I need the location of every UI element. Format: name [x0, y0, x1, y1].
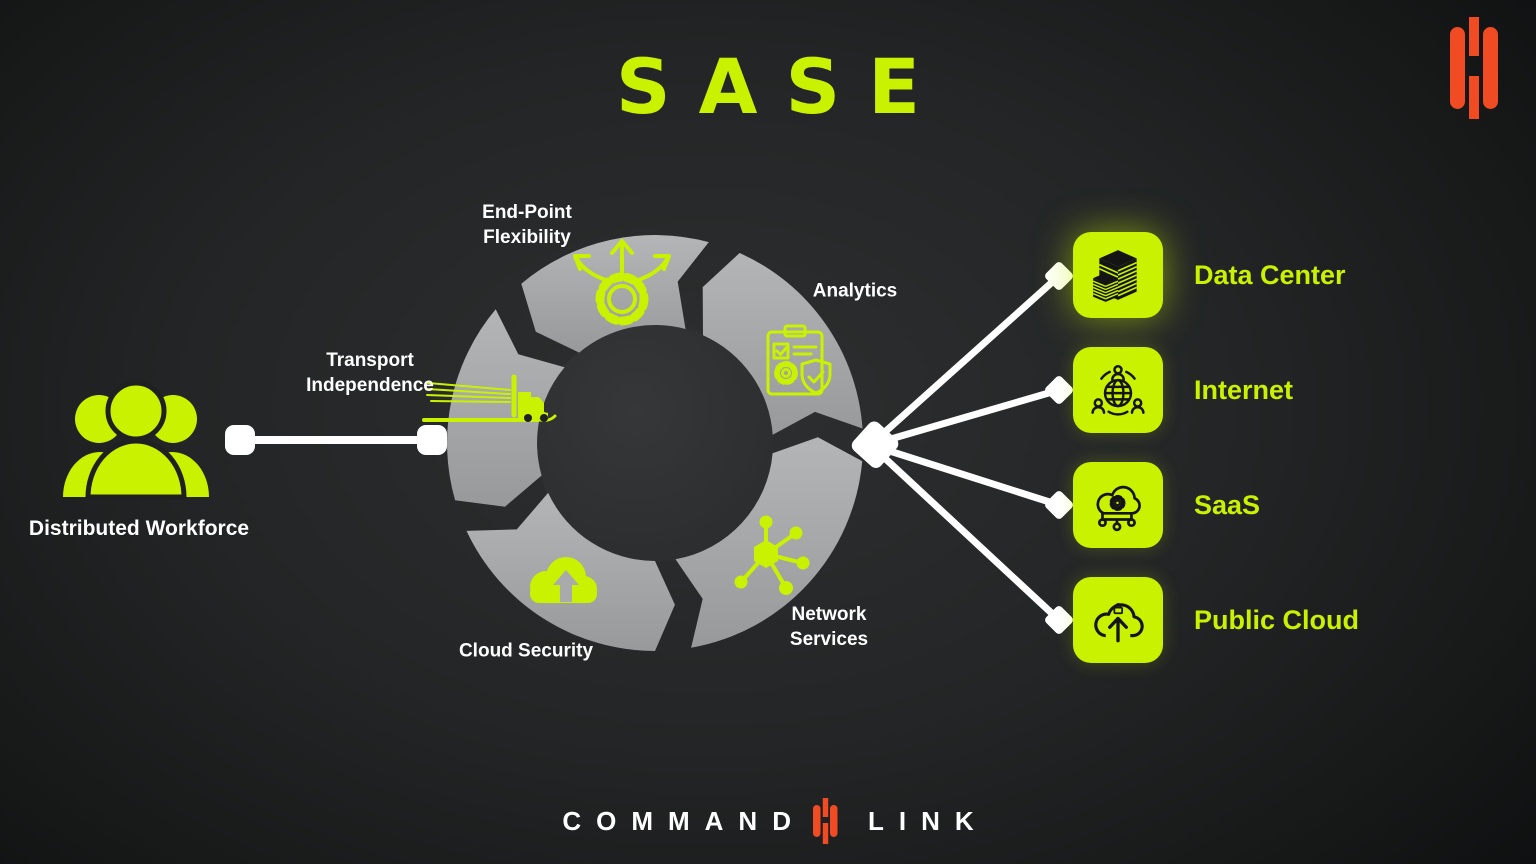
cycle-label-network-services: Network Services — [789, 604, 869, 650]
destination-box-saas — [1073, 462, 1163, 548]
data-center-buildings-icon — [1092, 250, 1137, 302]
destination-label-data-center: Data Center — [1194, 259, 1346, 290]
connector-diamond — [1045, 606, 1073, 634]
footer-brand-command: COMMAND — [562, 805, 806, 836]
destination-box-data-center — [1073, 232, 1163, 318]
connector-diamond — [1045, 376, 1073, 404]
hub-diamond — [851, 421, 899, 468]
connector-node — [225, 425, 255, 455]
destination-box-public-cloud — [1073, 577, 1163, 663]
footer-brand-link: LINK — [867, 805, 989, 836]
branching-arrows-gear-icon — [573, 239, 671, 326]
cloud-gear-icon — [1096, 485, 1141, 532]
cloud-upload-icon — [530, 557, 597, 603]
destination-label-saas: SaaS — [1194, 489, 1261, 520]
connector-diamond — [1045, 491, 1073, 519]
cycle-label-endpoint-flexibility: End-Point Flexibility — [482, 202, 572, 248]
destination-connectors — [851, 262, 1073, 634]
cycle-label-transport-independence: Transport Independence — [306, 350, 434, 396]
connector-node — [417, 425, 447, 455]
page-title: SASE — [615, 42, 949, 131]
people-group-icon — [63, 380, 209, 500]
cycle-inner-circle — [536, 324, 774, 562]
cycle-label-cloud-security: Cloud Security — [458, 640, 594, 662]
destination-box-internet — [1073, 347, 1163, 433]
destination-label-public-cloud: Public Cloud — [1194, 604, 1359, 635]
cloud-upload-lock-icon — [1094, 602, 1144, 643]
distributed-workforce-label: Distributed Workforce — [28, 517, 250, 540]
workforce-connector — [225, 425, 447, 455]
destination-label-internet: Internet — [1194, 374, 1294, 405]
cycle-label-analytics: Analytics — [812, 280, 898, 302]
speeding-truck-icon — [422, 374, 557, 422]
commandlink-footer-mark-icon — [812, 798, 838, 844]
connector-diamond — [1045, 262, 1073, 290]
globe-users-icon — [1091, 365, 1145, 416]
network-nodes-icon — [734, 515, 810, 595]
clipboard-checklist-shield-icon — [766, 324, 832, 396]
cycle-segment — [447, 309, 565, 507]
commandlink-logo-mark-icon — [1450, 17, 1498, 119]
commandlink-footer-logo: COMMAND LINK — [0, 796, 1536, 846]
